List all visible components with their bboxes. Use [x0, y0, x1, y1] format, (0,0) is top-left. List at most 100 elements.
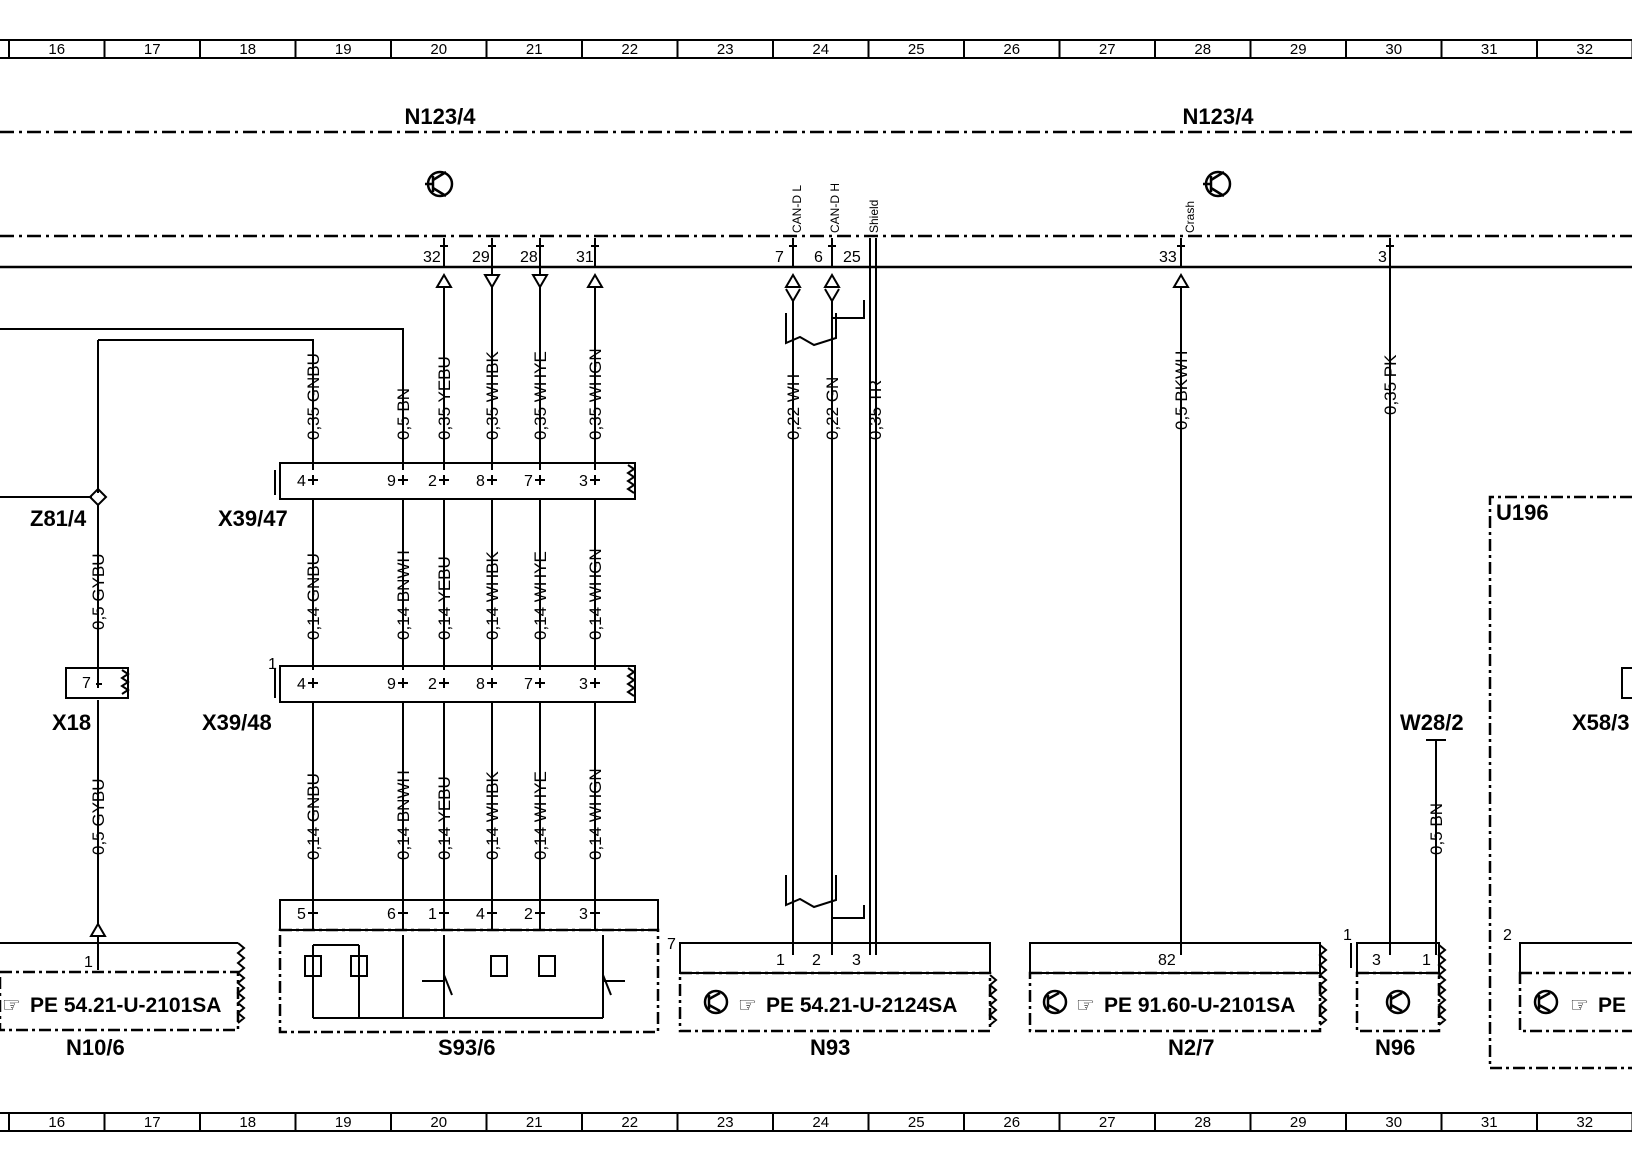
pin-stub	[398, 475, 408, 485]
x39-48-label: X39/48	[202, 710, 272, 735]
n10-pin: 1	[84, 954, 93, 971]
n96-pin: 3	[1372, 952, 1381, 969]
n96-component	[1350, 267, 1447, 1033]
x18-pin: 7	[82, 675, 91, 692]
n96-pin: 1	[1422, 952, 1431, 969]
hand-icon: ☞	[738, 994, 757, 1017]
n123-pin: 7	[775, 249, 784, 266]
hand-icon: ☞	[2, 994, 21, 1017]
n93-label: N93	[810, 1035, 850, 1060]
pin-number: 2	[428, 676, 437, 693]
wire-label-bn2: 0,5 BN	[1427, 803, 1446, 855]
ruler-label: 31	[1481, 1114, 1498, 1131]
wire-label-pk: 0,35 PK	[1381, 354, 1400, 415]
x39-47-connector	[274, 462, 636, 500]
signal-can-l: CAN-D L	[790, 185, 804, 233]
ruler-label: 32	[1576, 41, 1593, 58]
s93-number: 7	[667, 936, 676, 953]
wire-label: 0,14 GNBU	[304, 553, 323, 640]
wire-label-tr: 0,35 TR	[866, 380, 885, 440]
wire-label: 0,35 WHYE	[531, 351, 550, 440]
ruler-label: 21	[526, 1114, 543, 1131]
n2-pin: 82	[1158, 952, 1176, 969]
ruler-label: 29	[1290, 41, 1307, 58]
x39-48-number: 1	[268, 656, 277, 673]
wire-label: 0,5 BN	[394, 388, 413, 440]
x58-connector	[1621, 667, 1632, 699]
u196-box	[1518, 942, 1632, 1033]
n123-right-label: N123/4	[1183, 104, 1255, 129]
u196-label: U196	[1496, 500, 1549, 525]
wire-label: 0,14 GNBU	[304, 773, 323, 860]
pin-stub	[439, 678, 449, 688]
n10-label: N10/6	[66, 1035, 125, 1060]
pin-stub	[439, 475, 449, 485]
wire-label: 0,14 BNWH	[394, 770, 413, 860]
signal-shield: Shield	[867, 200, 881, 233]
ruler-label: 18	[239, 1114, 256, 1131]
pin-stub	[439, 908, 449, 918]
pin-number: 5	[297, 906, 306, 923]
s93-label: S93/6	[438, 1035, 496, 1060]
u196-transistor-icon	[1533, 989, 1559, 1015]
left-feed-wires	[0, 328, 404, 970]
pin-number: 4	[476, 906, 485, 923]
hand-icon: ☞	[1570, 994, 1589, 1017]
x39-48-connector	[274, 665, 636, 703]
top-ruler	[0, 39, 1632, 59]
n123-pin: 32	[423, 249, 441, 266]
wire-label-gn: 0,22 GN	[823, 377, 842, 440]
x18-label: X18	[52, 710, 91, 735]
pin-number: 9	[387, 473, 396, 490]
u196-ref: PE	[1598, 994, 1626, 1017]
ruler-label: 30	[1385, 41, 1402, 58]
n96-number: 1	[1343, 927, 1352, 944]
pin-number: 2	[524, 906, 533, 923]
ruler-label: 20	[430, 41, 447, 58]
ruler-label: 25	[908, 1114, 925, 1131]
signal-crash: Crash	[1183, 201, 1197, 233]
pin-number: 4	[297, 473, 306, 490]
pin-stub	[308, 678, 318, 688]
n123-pin: 28	[520, 249, 538, 266]
wire-label: 0,35 WHGN	[586, 348, 605, 440]
ruler-label: 16	[48, 1114, 65, 1131]
n123-module-frame	[0, 130, 1632, 238]
pin-number: 3	[579, 676, 588, 693]
pin-stub	[398, 908, 408, 918]
ruler-label: 16	[48, 41, 65, 58]
pin-stub	[590, 475, 600, 485]
hand-icon: ☞	[1076, 994, 1095, 1017]
ruler-label: 24	[812, 41, 829, 58]
pin-number: 4	[297, 676, 306, 693]
wire-label: 0,35 WHBK	[483, 351, 502, 440]
ruler-label: 29	[1290, 1114, 1307, 1131]
bottom-ruler	[0, 1112, 1632, 1132]
n93-ref: PE 54.21-U-2124SA	[766, 994, 957, 1017]
pin-number: 7	[524, 473, 533, 490]
pin-stub	[487, 475, 497, 485]
ruler-label: 26	[1003, 41, 1020, 58]
ruler-label: 22	[621, 41, 638, 58]
n123-pin: 25	[843, 249, 861, 266]
ruler-label: 17	[144, 41, 161, 58]
ruler-label: 28	[1194, 41, 1211, 58]
ruler-label: 23	[717, 1114, 734, 1131]
n10-ref: PE 54.21-U-2101SA	[30, 994, 221, 1017]
pin-number: 9	[387, 676, 396, 693]
signal-arrows	[435, 267, 1190, 303]
wire-label-gybu-top: 0,5 GYBU	[89, 553, 108, 630]
pin-stub	[590, 678, 600, 688]
wire-label: 0,14 WHYE	[531, 551, 550, 640]
transistor-icon	[425, 170, 454, 198]
n93-pin: 1	[776, 952, 785, 969]
pin-stub	[487, 678, 497, 688]
pin-number: 8	[476, 473, 485, 490]
pin-stub	[398, 678, 408, 688]
n93-transistor-icon	[703, 989, 729, 1015]
ruler-label: 22	[621, 1114, 638, 1131]
wire-label-gybu-bot: 0,5 GYBU	[89, 778, 108, 855]
wire-label: 0,14 WHGN	[586, 548, 605, 640]
pin-number: 8	[476, 676, 485, 693]
ruler-labels: 1616171718181919202021212222232324242525…	[48, 41, 1593, 1131]
